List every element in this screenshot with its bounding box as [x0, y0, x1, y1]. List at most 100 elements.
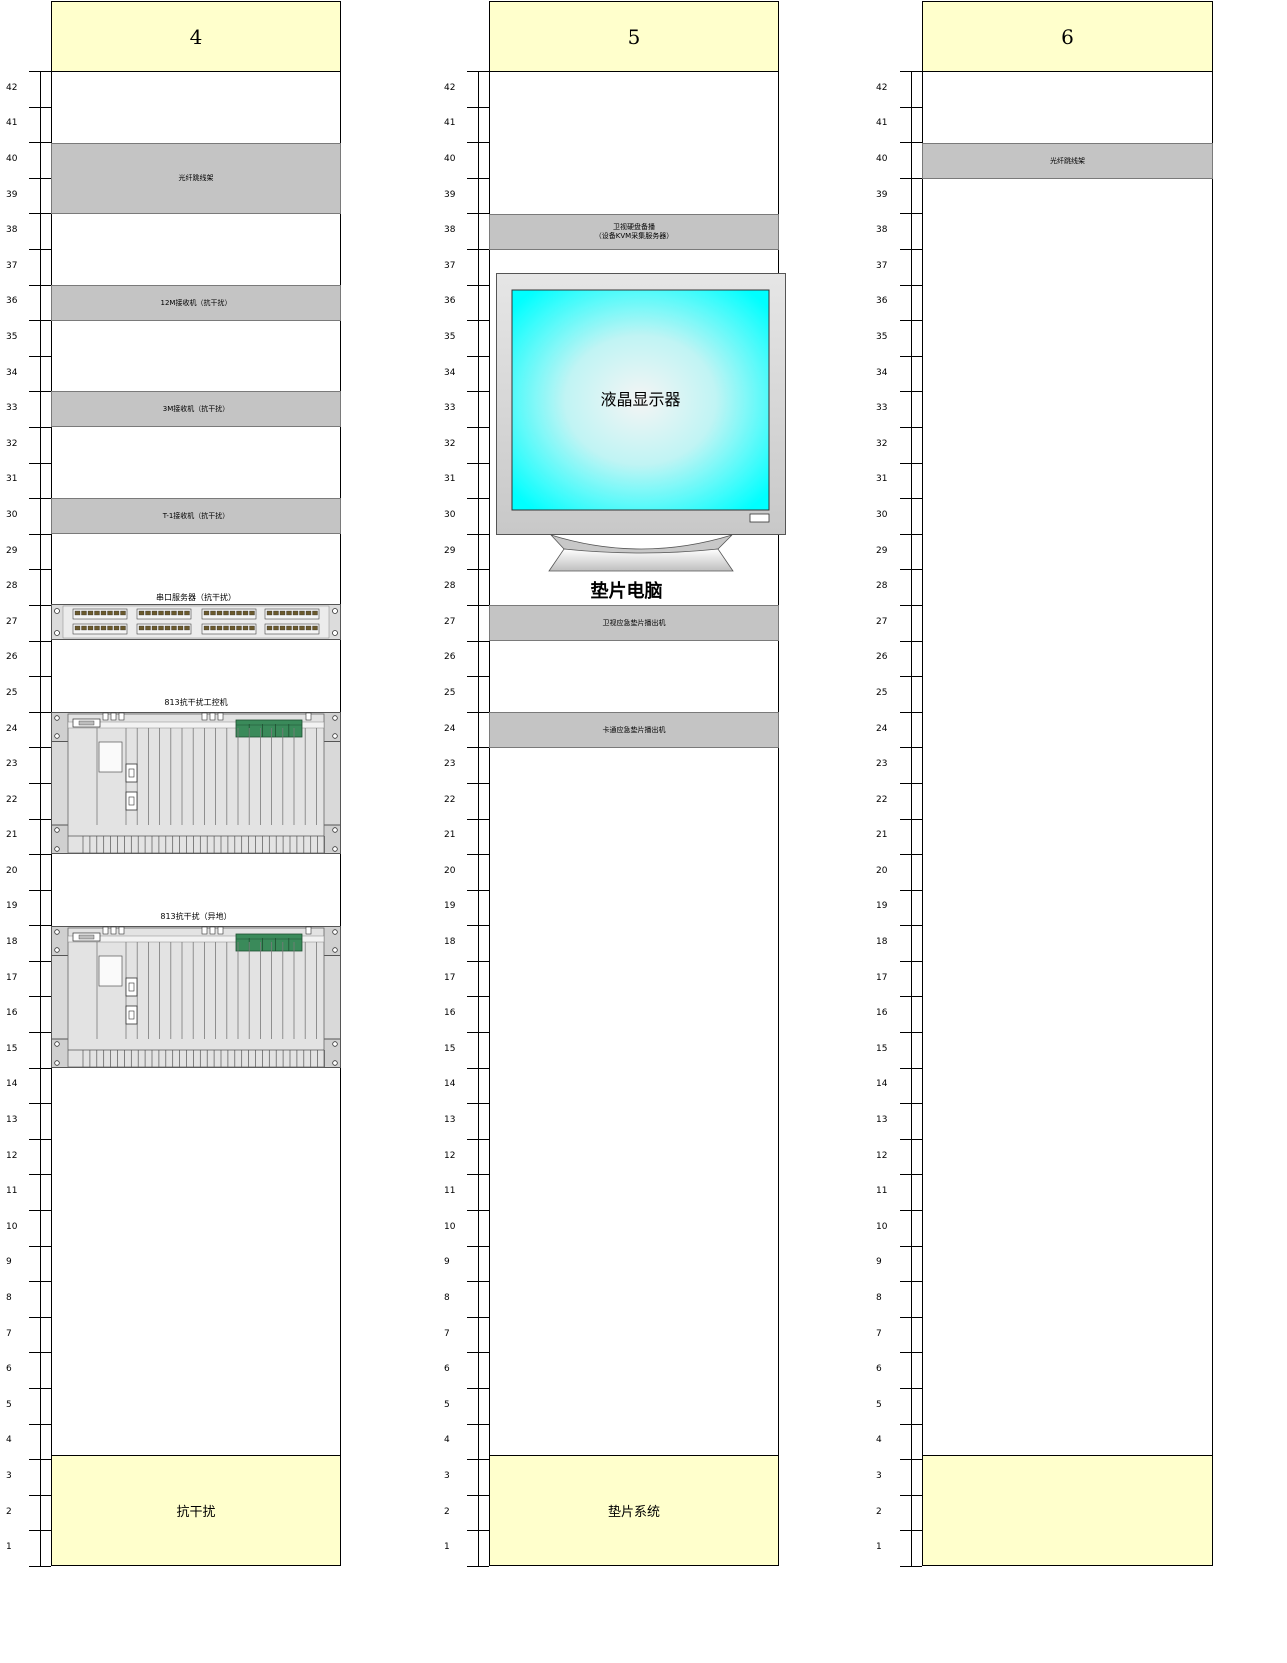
ruler-unit-number: 6: [6, 1364, 12, 1374]
ruler-unit-number: 19: [6, 901, 18, 911]
ruler-tick: [29, 463, 51, 464]
ruler-unit-number: 2: [6, 1507, 12, 1517]
ruler-tick: [467, 925, 489, 926]
ruler-unit-number: 39: [876, 190, 888, 200]
rack-5-header: 5: [489, 1, 779, 72]
ruler-unit-number: 40: [6, 154, 18, 164]
ruler-unit-number: 7: [876, 1329, 882, 1339]
ruler-unit-number: 11: [876, 1186, 888, 1196]
network-port-icon: [210, 625, 216, 631]
ruler-tick: [29, 1459, 51, 1460]
ruler-unit-number: 29: [6, 546, 18, 556]
ruler-tick: [29, 1281, 51, 1282]
ruler-tick: [900, 1352, 922, 1353]
ruler-tick: [29, 783, 51, 784]
network-port-icon: [292, 610, 299, 616]
rack-5-device[interactable]: 卫视硬盘备播 （设备KVM采集服务器）: [489, 214, 779, 250]
ruler-tick: [29, 1246, 51, 1247]
ruler-unit-number: 38: [876, 225, 888, 235]
ruler-tick: [467, 569, 489, 570]
industrial-pc-chassis-graphic[interactable]: [51, 712, 341, 854]
ruler-tick: [900, 427, 922, 428]
indicator-icon: [209, 712, 216, 721]
ruler-tick: [900, 676, 922, 677]
rack-6-device[interactable]: 光纤跳线架: [922, 143, 1213, 179]
ruler-unit-number: 32: [444, 439, 456, 449]
chassis-caption: 813抗干扰工控机: [164, 698, 228, 707]
indicator-icon: [118, 926, 125, 935]
ruler-unit-number: 25: [6, 688, 18, 698]
ruler-unit-number: 11: [6, 1186, 18, 1196]
ruler-unit-number: 17: [6, 973, 18, 983]
mounting-hole-icon: [332, 947, 338, 953]
ruler-unit-number: 1: [6, 1542, 12, 1552]
ruler-tick: [900, 605, 922, 606]
ruler-unit-number: 37: [444, 261, 456, 271]
ruler-tick: [467, 71, 489, 72]
network-port-icon: [158, 610, 164, 616]
ruler-tick: [467, 1459, 489, 1460]
rack-4-device[interactable]: 12M接收机（抗干扰）: [51, 285, 341, 321]
rack-5-device[interactable]: 卫视应急垫片播出机: [489, 605, 779, 641]
rack-5-device[interactable]: 卡通应急垫片播出机: [489, 712, 779, 748]
network-port-icon: [229, 625, 236, 631]
ruler-tick: [467, 1424, 489, 1425]
ruler-tick: [900, 1246, 922, 1247]
ruler-unit-number: 42: [444, 83, 456, 93]
ruler-tick: [900, 1530, 922, 1531]
ruler-tick: [29, 747, 51, 748]
network-port-icon: [94, 625, 100, 631]
drive-bay-icon: [98, 955, 123, 987]
rack-4-device[interactable]: 3M接收机（抗干扰）: [51, 391, 341, 427]
port-block: [136, 608, 192, 620]
ruler-unit-number: 4: [444, 1435, 450, 1445]
ruler-tick: [467, 142, 489, 143]
lcd-monitor-graphic[interactable]: [496, 273, 787, 575]
network-port-icon: [164, 610, 171, 616]
remote-chassis-graphic[interactable]: [51, 926, 341, 1068]
ruler-unit-number: 26: [6, 652, 18, 662]
ruler-unit-number: 21: [6, 830, 18, 840]
ruler-tick: [29, 356, 51, 357]
network-port-icon: [145, 610, 151, 616]
ruler-unit-number: 12: [6, 1151, 18, 1161]
device-label: 卡通应急垫片播出机: [602, 725, 666, 734]
network-port-icon: [203, 610, 210, 616]
network-port-icon: [120, 625, 126, 631]
ruler-tick: [467, 890, 489, 891]
ruler-tick: [467, 712, 489, 713]
terminal-block-icon: [235, 933, 303, 952]
ruler-unit-number: 6: [444, 1364, 450, 1374]
network-port-icon: [216, 625, 223, 631]
ruler-tick: [467, 1281, 489, 1282]
rack-4-device[interactable]: T-1接收机（抗干扰）: [51, 498, 341, 534]
ruler-tick: [29, 925, 51, 926]
ruler-unit-number: 16: [6, 1008, 18, 1018]
network-port-icon: [107, 610, 113, 616]
ruler-unit-number: 7: [6, 1329, 12, 1339]
ruler-unit-number: 24: [444, 724, 456, 734]
ruler-unit-number: 14: [6, 1079, 18, 1089]
rack-4-device[interactable]: 光纤跳线架: [51, 143, 341, 214]
network-port-icon: [158, 625, 164, 631]
rack-4-footer-label: 抗干扰: [176, 1505, 216, 1520]
network-port-icon: [299, 625, 305, 631]
ruler-unit-number: 4: [876, 1435, 882, 1445]
ruler-unit-number: 33: [444, 403, 456, 413]
serial-server-switch-graphic[interactable]: [51, 604, 341, 640]
rack-4-header: 4: [51, 1, 341, 72]
ruler-unit-number: 31: [444, 474, 456, 484]
mounting-hole-icon: [54, 715, 60, 721]
mounting-hole-icon: [332, 827, 338, 833]
network-port-icon: [305, 625, 312, 631]
network-port-icon: [292, 625, 299, 631]
ruler-unit-number: 36: [6, 296, 18, 306]
ruler-unit-number: 22: [876, 795, 888, 805]
ruler-unit-number: 29: [876, 546, 888, 556]
ruler-unit-number: 28: [876, 581, 888, 591]
network-port-icon: [171, 625, 177, 631]
network-port-icon: [100, 625, 107, 631]
ruler-tick: [900, 1566, 922, 1567]
indicator-icon: [102, 926, 109, 935]
ruler-unit-number: 3: [6, 1471, 12, 1481]
